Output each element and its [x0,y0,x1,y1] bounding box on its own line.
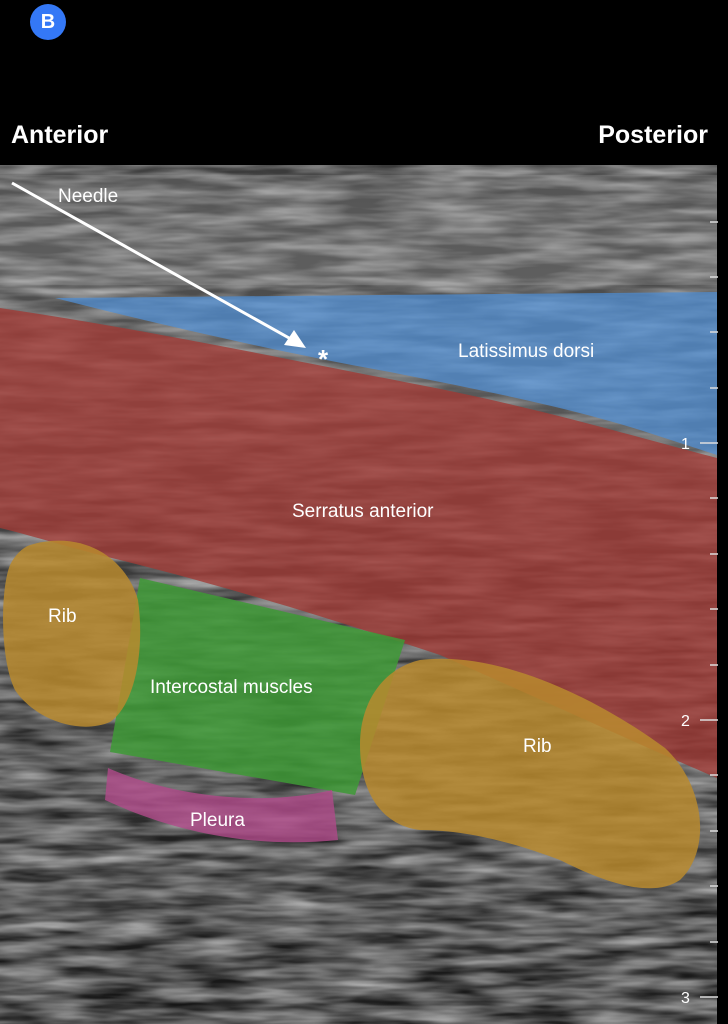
posterior-label: Posterior [598,121,708,149]
needle-arrowhead [284,330,306,348]
rib-right-label: Rib [523,736,552,757]
depth-label-2: 2 [681,713,690,730]
serratus-label: Serratus anterior [292,501,434,522]
intercostal-region [110,578,405,795]
depth-label-3: 3 [681,990,690,1007]
rib-left-region [3,540,141,727]
latissimus-label: Latissimus dorsi [458,341,594,362]
serratus-anterior-region [0,308,717,778]
panel-label-badge: B [30,4,66,40]
needle-label: Needle [58,186,118,207]
depth-label-1: 1 [681,436,690,453]
pleura-region [105,768,338,843]
subcutaneous-band [0,175,717,285]
anterior-label: Anterior [11,121,109,149]
target-asterisk: * [318,344,329,374]
depth-scale [700,221,718,998]
rib-right-region [360,658,701,889]
latissimus-dorsi-region [55,292,717,455]
intercostal-label: Intercostal muscles [150,677,313,698]
pleura-label: Pleura [190,810,245,831]
needle-shaft [11,181,299,345]
rib-left-label: Rib [48,606,77,627]
